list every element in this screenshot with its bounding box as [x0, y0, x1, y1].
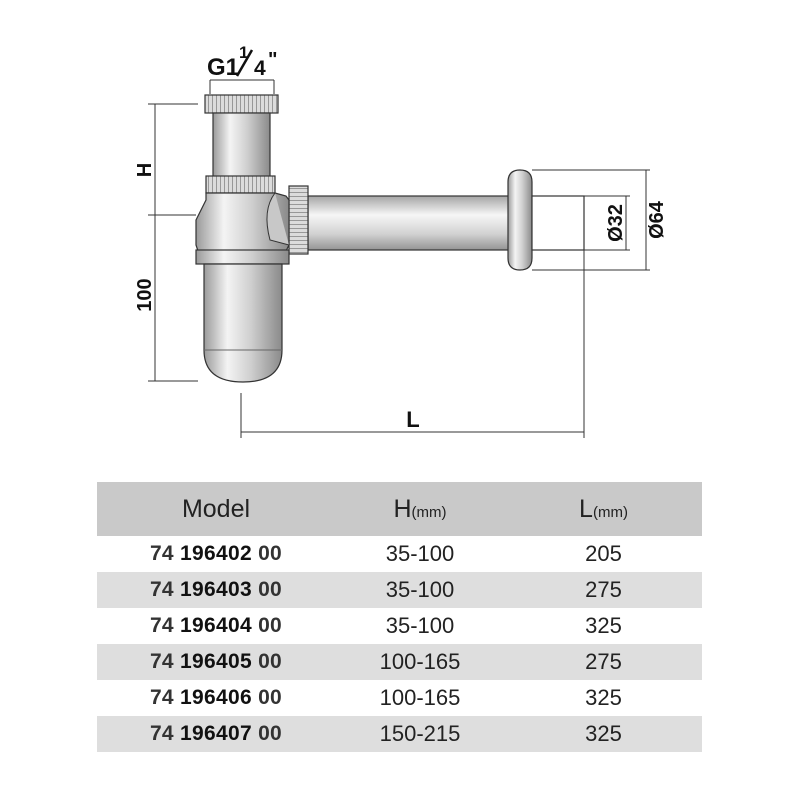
model-spec-table: Model H(mm) L(mm) 74 196402 00 35-100 20…	[97, 482, 702, 752]
header-h: H(mm)	[335, 482, 505, 536]
model-code: 196407	[180, 722, 252, 745]
thread-label-inch-mark: "	[268, 49, 277, 71]
table-row: 74 196402 00 35-100 205	[97, 536, 702, 572]
model-suffix: 00	[258, 614, 283, 637]
model-suffix: 00	[258, 722, 283, 745]
l-cell: 325	[505, 716, 702, 752]
model-prefix: 74	[149, 578, 174, 601]
h-cell: 35-100	[385, 541, 455, 566]
d32-dimension	[584, 195, 630, 251]
middle-knurled-nut	[205, 175, 276, 194]
model-prefix: 74	[149, 686, 174, 709]
header-h-label: H	[393, 494, 412, 523]
model-prefix: 74	[149, 722, 174, 745]
model-code: 196402	[180, 542, 252, 565]
outlet-knurled-nut	[288, 185, 309, 255]
l-cell: 275	[505, 644, 702, 680]
model-prefix: 74	[149, 614, 174, 637]
model-cell: 74 196403 00	[97, 572, 335, 608]
h-cell: 35-100	[385, 613, 455, 638]
trap-cup	[203, 263, 283, 383]
model-cell: 74 196404 00	[97, 608, 335, 644]
model-cell: 74 196402 00	[97, 536, 335, 572]
h-cell: 100-165	[379, 685, 461, 710]
h-cell: 35-100	[335, 572, 505, 608]
thread-label-main: G1	[207, 54, 239, 81]
d64-dimension	[532, 169, 650, 271]
header-model-label: Model	[181, 494, 251, 523]
l-cell: 275	[505, 572, 702, 608]
header-model: Model	[97, 482, 335, 536]
l-cell: 325	[585, 613, 622, 638]
wall-flange	[507, 169, 533, 271]
model-code: 196403	[180, 578, 252, 601]
l-cell: 325	[585, 685, 622, 710]
dim-label-d32: Ø32	[605, 204, 627, 242]
header-l: L(mm)	[505, 482, 702, 536]
h-dimension	[148, 103, 198, 216]
model-code: 196406	[180, 686, 252, 709]
table-row: 74 196406 00 100-165 325	[97, 680, 702, 716]
outlet-pipe	[307, 195, 521, 251]
model-prefix: 74	[149, 542, 174, 565]
dim-label-d64: Ø64	[646, 200, 668, 239]
model-cell: 74 196405 00	[97, 644, 335, 680]
model-cell: 74 196406 00	[97, 680, 335, 716]
table-row: 74 196407 00 150-215 325	[97, 716, 702, 752]
h-cell: 100-165	[335, 644, 505, 680]
dim-label-h: H	[134, 163, 156, 177]
thread-label-denominator: 4	[254, 57, 266, 80]
header-l-unit: (mm)	[592, 503, 628, 521]
top-knurled-nut	[204, 94, 279, 114]
model-cell: 74 196407 00	[97, 716, 335, 752]
header-h-unit: (mm)	[411, 503, 447, 521]
l-dimension	[240, 250, 585, 438]
model-suffix: 00	[258, 578, 283, 601]
table-row: 74 196403 00 35-100 275	[97, 572, 702, 608]
thread-size-label: G1 1 4 "	[207, 43, 277, 81]
dim-label-l: L	[406, 407, 419, 432]
l-cell: 205	[585, 541, 622, 566]
thread-label-numerator: 1	[239, 43, 248, 62]
inlet-pipe	[212, 112, 271, 178]
model-suffix: 00	[258, 650, 283, 673]
model-suffix: 00	[258, 686, 283, 709]
table-row: 74 196405 00 100-165 275	[97, 644, 702, 680]
model-suffix: 00	[258, 542, 283, 565]
model-code: 196405	[180, 650, 252, 673]
model-code: 196404	[180, 614, 252, 637]
table-header-row: Model H(mm) L(mm)	[97, 482, 702, 536]
thread-dimension-line	[209, 79, 275, 94]
model-prefix: 74	[149, 650, 174, 673]
dim-label-100: 100	[134, 278, 156, 311]
depth-dimension	[148, 215, 198, 382]
h-cell: 150-215	[335, 716, 505, 752]
bottle-trap-technical-drawing: G1 1 4 " H 100	[134, 43, 668, 438]
header-l-label: L	[579, 494, 593, 523]
table-row: 74 196404 00 35-100 325	[97, 608, 702, 644]
pipe-end-in-wall	[531, 195, 585, 251]
